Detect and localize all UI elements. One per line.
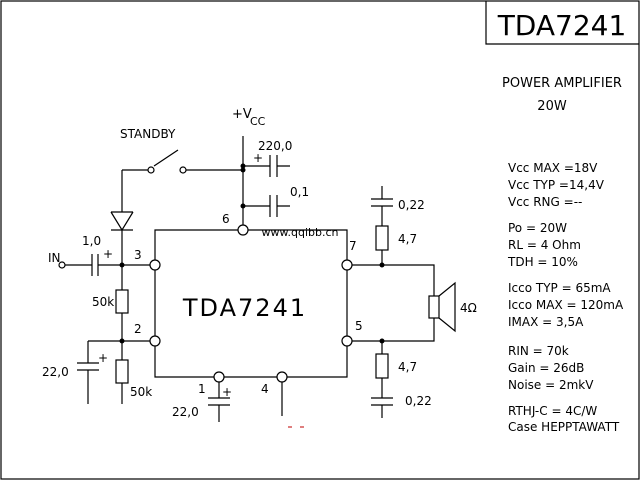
title: TDA7241 — [497, 9, 627, 42]
res-47-top-label: 4,7 — [398, 232, 417, 246]
pin-1-node — [213, 371, 225, 383]
standby-label: STANDBY — [120, 127, 176, 141]
header-line1: POWER AMPLIFIER — [502, 76, 622, 91]
pin-5-node — [341, 335, 353, 347]
pin-7-label: 7 — [349, 239, 357, 253]
pin-2-node — [149, 335, 161, 347]
cap-220-label: 220,0 — [258, 139, 292, 153]
cap-220-plus: + — [253, 151, 263, 165]
spec-rin: RIN = 70k — [508, 344, 569, 358]
spec-gain: Gain = 26dB — [508, 361, 584, 375]
pin-2-label: 2 — [134, 322, 142, 336]
pin-4-node — [276, 371, 288, 383]
pin-6-label: 6 — [222, 212, 230, 226]
cap-22-bottom-label: 22,0 — [172, 405, 199, 419]
pin-6-node — [237, 224, 249, 236]
bottom-pins: 1 + 22,0 4 — [172, 371, 288, 422]
pin-4-label: 4 — [261, 382, 269, 396]
chip-label: TDA7241 — [182, 294, 307, 322]
speaker-icon — [428, 281, 456, 333]
spec-case: Case HEPPTAWATT — [508, 420, 620, 434]
res-47-bot-label: 4,7 — [398, 360, 417, 374]
res-50k-bot-label: 50k — [130, 385, 152, 399]
spec-noise: Noise = 2mkV — [508, 378, 594, 392]
vcc-plus-label: +V — [232, 107, 252, 122]
res-47-top — [375, 225, 389, 251]
watermark: www.qqibb.cn — [262, 226, 339, 239]
res-50k-top-label: 50k — [92, 295, 114, 309]
bias-network: 50k 50k 2 + 22,0 — [42, 265, 161, 404]
spec-vcc-rng: Vcc RNG =-- — [508, 195, 582, 209]
spec-icco-max: Icco MAX = 120mA — [508, 298, 624, 312]
cap-in-label: 1,0 — [82, 234, 101, 248]
header-line2: 20W — [537, 99, 567, 114]
standby-switch: STANDBY — [120, 127, 246, 174]
ic-body: TDA7241 — [154, 229, 348, 378]
pin-5-label: 5 — [355, 319, 363, 333]
res-47-bot — [375, 353, 389, 379]
input-section: IN 1,0 + 3 — [48, 234, 161, 276]
spec-vcc-typ: Vcc TYP =14,4V — [508, 178, 605, 192]
spec-po: Po = 20W — [508, 221, 567, 235]
cap-022-top-label: 0,22 — [398, 198, 425, 212]
vcc-rail: +V CC + 220,0 0,1 — [232, 107, 309, 230]
cap-220-symbol — [243, 155, 290, 177]
spec-vcc-max: Vcc MAX =18V — [508, 161, 598, 175]
pin-1-label: 1 — [198, 382, 206, 396]
cap-22-left-label: 22,0 — [42, 365, 69, 379]
res-50k-top — [115, 289, 129, 314]
chip-outline — [154, 229, 348, 378]
spec-rthj: RTHJ-C = 4C/W — [508, 404, 597, 418]
output-section: 7 5 0,22 4,7 4,7 0,22 4Ω — [341, 186, 477, 418]
res-50k-bot — [115, 359, 129, 384]
cap-22-left-symbol — [77, 341, 99, 404]
vcc-sub-label: CC — [250, 115, 266, 128]
in-label: IN — [48, 251, 61, 265]
specifications: Vcc MAX =18V Vcc TYP =14,4V Vcc RNG =-- … — [507, 161, 624, 434]
spec-imax: IMAX = 3,5A — [508, 315, 584, 329]
diode-symbol — [110, 170, 134, 264]
spec-rl: RL = 4 Ohm — [508, 238, 581, 252]
cap-22-left-plus: + — [98, 351, 108, 365]
spec-tdh: TDH = 10% — [507, 255, 578, 269]
cap-22-bottom-symbol — [208, 382, 230, 422]
cap-22-bottom-plus: + — [222, 385, 232, 399]
cap-01-symbol — [243, 195, 290, 217]
cap-022-bot-label: 0,22 — [405, 394, 432, 408]
speaker-label: 4Ω — [460, 301, 477, 315]
pin-3-label: 3 — [134, 248, 142, 262]
cap-in-plus: + — [103, 247, 113, 261]
pin-7-node — [341, 259, 353, 271]
title-box — [485, 1, 639, 45]
cap-01-label: 0,1 — [290, 185, 309, 199]
spec-icco-typ: Icco TYP = 65mA — [508, 281, 611, 295]
pin-3-node — [149, 259, 161, 271]
